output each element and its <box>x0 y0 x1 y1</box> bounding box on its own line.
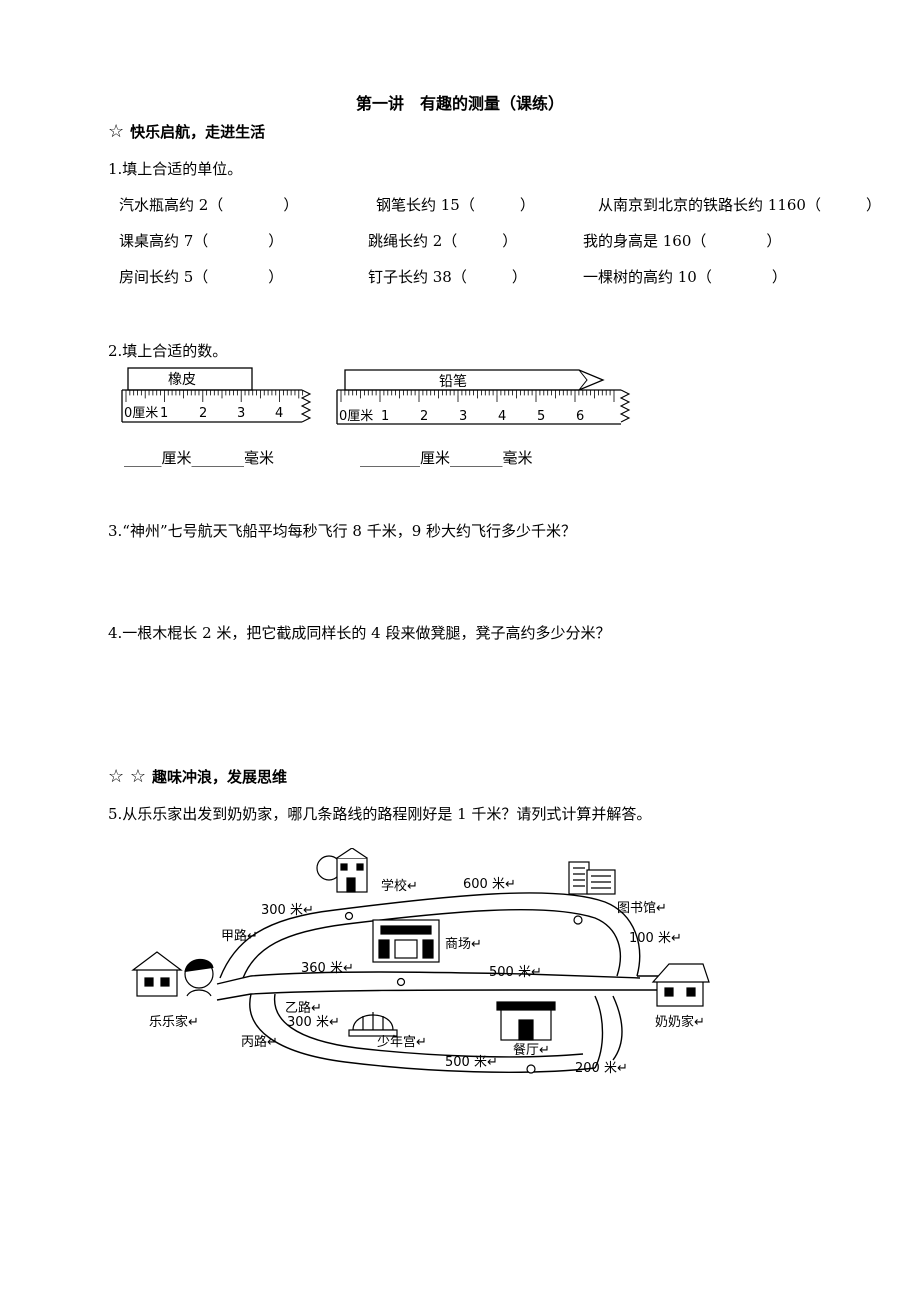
pencil-shape <box>344 369 605 391</box>
label-distance: 600 米↵ <box>463 877 516 892</box>
label-library: 图书馆↵ <box>617 901 667 916</box>
page-title: 第一讲 有趣的测量（课练） <box>355 94 564 113</box>
ruler-ticks <box>340 390 615 402</box>
route-map: 学校↵ 图书馆↵ 商场↵ 乐乐家↵ 奶奶家↵ 少年宫↵ 餐厅↵ 甲路↵ 乙路↵ … <box>131 848 710 1076</box>
school-icon <box>316 848 368 893</box>
label-distance: 500 米↵ <box>445 1055 498 1070</box>
tick-label: 1 <box>160 406 168 421</box>
map-labels: 学校↵ 图书馆↵ 商场↵ 乐乐家↵ 奶奶家↵ 少年宫↵ 餐厅↵ 甲路↵ 乙路↵ … <box>149 877 705 1076</box>
label-road-b: 乙路↵ <box>285 1000 322 1016</box>
road-mid-lower <box>216 989 640 1001</box>
section-label: 趣味冲浪，发展思维 <box>152 768 288 786</box>
eraser-label: 橡皮 <box>168 372 196 388</box>
question-5: 5.从乐乐家出发到奶奶家，哪几条路线的路程刚好是 1 千米？请列式计算并解答。 <box>108 805 652 823</box>
fill-item: 我的身高是 160（ ） <box>583 232 782 250</box>
section-heading-2: ☆ ☆ 趣味冲浪，发展思维 <box>108 766 287 787</box>
ruler-unit-label: 0厘米 <box>124 406 158 421</box>
grandma-house-icon <box>651 963 710 1007</box>
road-outer-top <box>219 892 641 979</box>
label-road-a: 甲路↵ <box>221 928 258 944</box>
label-youth-palace: 少年宫↵ <box>377 1035 427 1050</box>
youth-palace-icon <box>348 1012 398 1037</box>
label-restaurant: 餐厅↵ <box>513 1042 550 1058</box>
road-mid-upper <box>216 971 641 985</box>
tick-label: 3 <box>459 409 467 424</box>
label-distance: 200 米↵ <box>575 1061 628 1076</box>
star-icon: ☆ <box>108 121 125 142</box>
question-3: 3.“神州”七号航天飞船平均每秒飞行 8 千米，9 秒大约飞行多少千米？ <box>108 522 577 540</box>
ruler-break <box>619 389 631 423</box>
label-school: 学校↵ <box>381 878 418 894</box>
section-label: 快乐启航，走进生活 <box>130 123 266 141</box>
road-inner-top <box>242 909 621 979</box>
boy-icon <box>184 958 214 997</box>
pencil-label: 铅笔 <box>439 374 467 390</box>
fill-item: 房间长约 5（ ） <box>119 268 284 286</box>
ruler-ticks <box>125 390 304 402</box>
tick-label: 1 <box>381 409 389 424</box>
junction-markers <box>344 911 583 1074</box>
fill-item: 钉子长约 38（ ） <box>368 268 527 286</box>
tick-label: 3 <box>237 406 245 421</box>
fill-item: 课桌高约 7（ ） <box>119 232 284 250</box>
label-distance: 500 米↵ <box>489 965 542 980</box>
ruler-break <box>300 389 312 423</box>
fill-item: 一棵树的高约 10（ ） <box>583 268 787 286</box>
ruler-eraser-figure: 橡皮 0厘米 1 2 3 4 <box>121 367 312 423</box>
label-distance: 100 米↵ <box>629 931 682 946</box>
tick-label: 2 <box>420 409 428 424</box>
tick-label: 4 <box>275 406 283 421</box>
label-grandma-home: 奶奶家↵ <box>655 1014 705 1030</box>
tick-label: 5 <box>537 409 545 424</box>
question-4: 4.一根木棍长 2 米，把它截成同样长的 4 段来做凳腿，凳子高约多少分米？ <box>108 624 611 642</box>
label-lele-home: 乐乐家↵ <box>149 1014 199 1030</box>
fill-item: 跳绳长约 2（ ） <box>368 232 518 250</box>
ruler-body <box>336 389 621 425</box>
roads <box>216 892 673 1073</box>
fill-item: 钢笔长约 15（ ） <box>376 196 535 214</box>
fill-item: 汽水瓶高约 2（ ） <box>119 196 299 214</box>
restaurant-icon <box>496 1001 556 1041</box>
star-icon: ☆ ☆ <box>108 766 146 787</box>
library-icon <box>568 861 616 895</box>
house-icon <box>131 951 183 997</box>
question-1-prompt: 1.填上合适的单位。 <box>108 160 243 178</box>
road-inner-bottom <box>273 993 584 1058</box>
label-mall: 商场↵ <box>445 937 482 952</box>
answer-blank-eraser: _____厘米_______毫米 <box>124 449 275 467</box>
tick-label: 4 <box>498 409 506 424</box>
question-2-prompt: 2.填上合适的数。 <box>108 342 228 360</box>
label-distance: 360 米↵ <box>301 961 354 976</box>
tick-label: 6 <box>576 409 584 424</box>
label-distance: 300 米↵ <box>287 1015 340 1030</box>
label-distance: 300 米↵ <box>261 903 314 918</box>
label-road-c: 丙路↵ <box>241 1034 278 1050</box>
mall-icon <box>372 919 440 963</box>
ruler-unit-label: 0厘米 <box>339 409 373 424</box>
answer-blank-pencil: ________厘米_______毫米 <box>360 449 533 467</box>
tick-label: 2 <box>199 406 207 421</box>
ruler-pencil-figure: 铅笔 0厘米 1 2 3 4 5 6 <box>336 369 631 425</box>
fill-item: 从南京到北京的铁路长约 1160（ ） <box>598 196 881 214</box>
section-heading-1: ☆ 快乐启航，走进生活 <box>108 121 265 142</box>
